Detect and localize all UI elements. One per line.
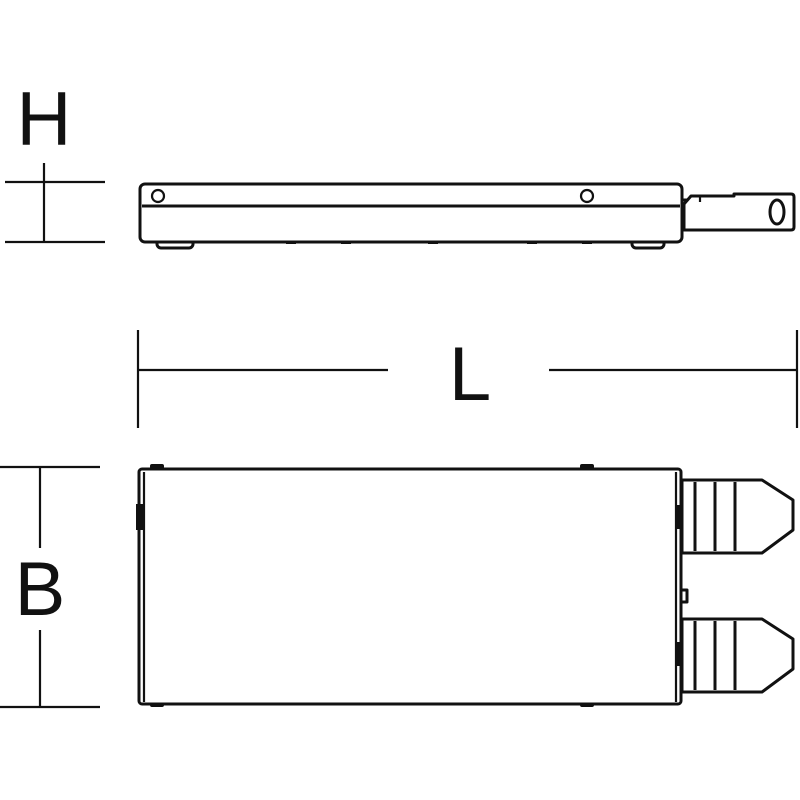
top-clip-right-2 — [676, 642, 684, 666]
top-connector-2 — [680, 617, 795, 694]
top-connector-1-shape — [680, 478, 795, 555]
top-connector-2-shape — [680, 617, 795, 694]
width-dimension: B — [0, 465, 100, 709]
side-screw-left — [150, 188, 166, 204]
top-center-knob — [679, 588, 689, 604]
height-label: H — [17, 77, 72, 162]
height-dimension: H — [5, 77, 105, 244]
side-connector-hole — [768, 198, 786, 226]
top-clip-right-1 — [676, 505, 684, 529]
top-body — [137, 467, 683, 706]
length-label: L — [449, 332, 491, 417]
top-clip-left — [136, 504, 144, 530]
top-view — [136, 464, 795, 707]
side-connector — [682, 192, 796, 232]
side-screw-right — [579, 188, 595, 204]
top-connector-1 — [680, 478, 795, 555]
width-label: B — [15, 547, 66, 632]
side-body — [138, 182, 684, 244]
length-dimension: L — [136, 330, 799, 428]
side-view — [138, 182, 796, 250]
